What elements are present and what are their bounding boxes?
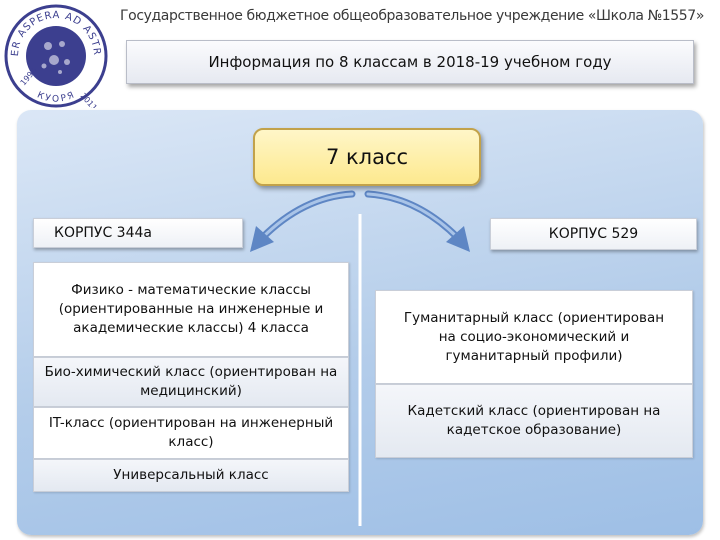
info-banner: Информация по 8 классам в 2018-19 учебно…: [126, 40, 694, 84]
grade-box: 7 класс: [253, 128, 481, 186]
class-box-it: IT-класс (ориентирован на инженерный кла…: [33, 407, 349, 459]
class-box-physmath: Физико - математические классы (ориентир…: [33, 262, 349, 357]
class-box-cadet: Кадетский класс (ориентирован на кадетск…: [375, 384, 693, 458]
class-box-biochem: Био-химический класс (ориентирован на ме…: [33, 357, 349, 407]
school-title: Государственное бюджетное общеобразовате…: [120, 8, 704, 24]
building-label-529: КОРПУС 529: [490, 218, 697, 250]
logo-year-right: 2011: [79, 91, 99, 108]
logo-bottom-text: КУОРЯ: [35, 90, 75, 104]
school-logo: PER ASPERA AD ASTRA КУОРЯ 1994 2011: [4, 4, 108, 108]
class-box-universal: Универсальный класс: [33, 459, 349, 492]
class-box-humanities: Гуманитарный класс (ориентирован на соци…: [375, 290, 693, 384]
building-label-344a: КОРПУС 344а: [33, 218, 243, 248]
svg-text:КУОРЯ: КУОРЯ: [35, 90, 76, 104]
